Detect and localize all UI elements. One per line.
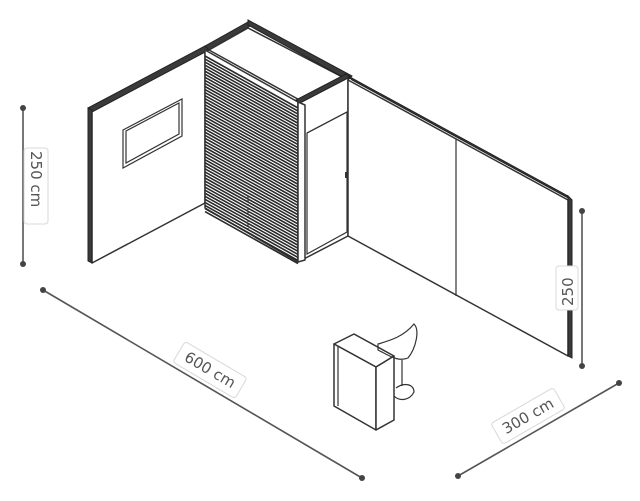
slat-line: [204, 131, 299, 185]
slat-line: [204, 125, 299, 179]
slat-line: [204, 171, 299, 225]
slat-line: [204, 149, 299, 204]
slat-line: [204, 159, 299, 213]
slat-line: [204, 183, 299, 237]
slat-line: [204, 110, 299, 164]
slat-line: [204, 186, 299, 240]
dimension-height-right-label: 250: [559, 277, 577, 306]
slat-line: [204, 58, 299, 112]
dimension-height-left-label: 250 cm: [27, 151, 45, 207]
slat-line: [204, 201, 299, 256]
slat-line: [204, 101, 299, 155]
storage-door-handle: [345, 172, 348, 178]
left-wall: [87, 45, 210, 264]
slat-line: [204, 180, 299, 234]
slat-line: [204, 55, 299, 109]
slat-line: [204, 140, 299, 195]
slat-line: [204, 128, 299, 182]
wall-picture: [122, 98, 183, 170]
slat-line: [204, 88, 299, 143]
slat-line: [204, 67, 299, 121]
slat-line: [204, 195, 299, 249]
slat-line: [204, 189, 299, 243]
dimension-height-right: 250: [555, 208, 585, 369]
slat-line: [204, 119, 299, 173]
slat-line: [204, 152, 299, 207]
slat-line: [204, 113, 299, 167]
slat-line: [204, 98, 299, 152]
slat-line: [204, 76, 299, 131]
slat-line: [204, 91, 299, 146]
slat-line: [204, 85, 299, 140]
slat-line: [204, 168, 299, 222]
chair: [377, 323, 418, 401]
slat-line: [204, 107, 299, 161]
slat-line: [204, 143, 299, 198]
reception-counter: [333, 333, 395, 431]
slat-line: [204, 104, 299, 158]
slat-line: [204, 210, 299, 265]
slat-line: [204, 155, 299, 210]
slat-line: [204, 116, 299, 170]
slat-line: [204, 137, 299, 192]
dimension-depth-right: 300 cm: [455, 380, 622, 479]
slat-line: [204, 82, 299, 137]
storage-room: [295, 73, 351, 263]
slat-line: [204, 61, 299, 115]
slat-line: [204, 177, 299, 231]
slat-line: [204, 174, 299, 228]
slat-line: [204, 204, 299, 259]
slat-line: [204, 165, 299, 219]
slat-line: [204, 122, 299, 176]
slat-line: [204, 79, 299, 134]
slat-line: [204, 207, 299, 262]
slat-line: [204, 134, 299, 188]
slatwall-panel: [204, 49, 299, 265]
slat-line: [204, 192, 299, 246]
slat-line: [204, 94, 299, 149]
dimension-height-left: 250 cm: [20, 105, 49, 267]
right-wall: [347, 75, 573, 359]
slat-line: [204, 146, 299, 201]
slat-line: [204, 73, 299, 127]
slat-line: [204, 70, 299, 124]
slat-line: [204, 64, 299, 118]
dimension-length-front: 600 cm: [40, 287, 365, 481]
slat-line: [204, 198, 299, 253]
slat-line: [204, 162, 299, 216]
